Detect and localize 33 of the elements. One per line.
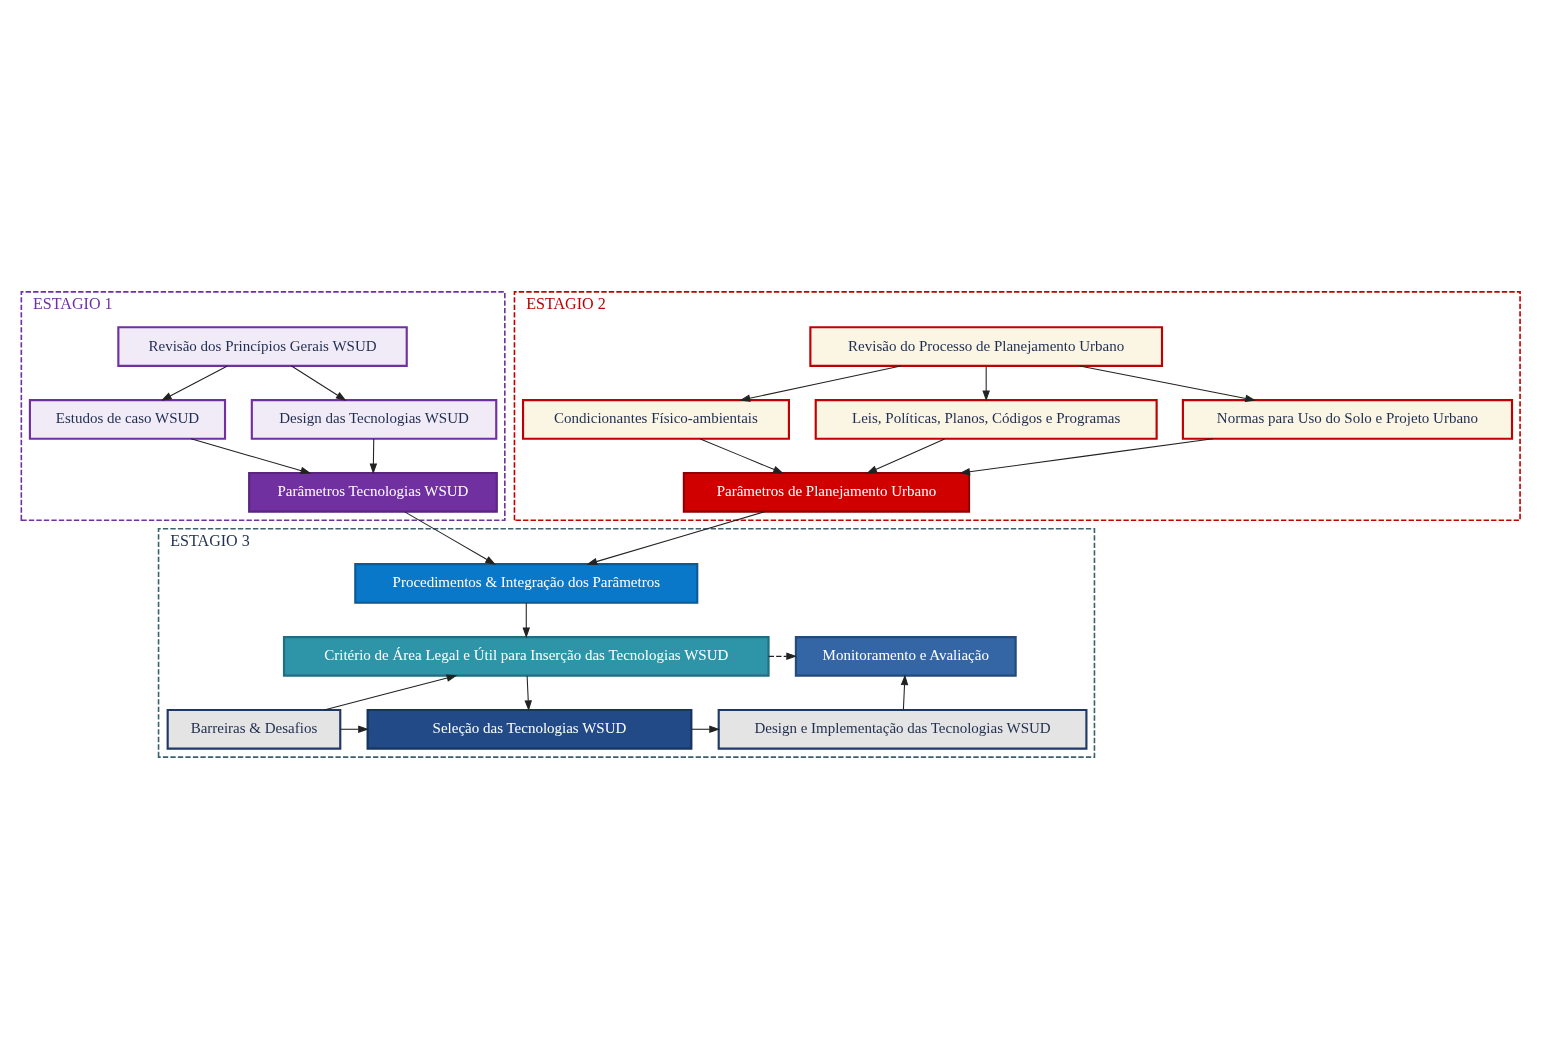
node-box: Condicionantes Físico-ambientais xyxy=(521,398,790,440)
arrow xyxy=(161,365,228,401)
node-box: Monitoramento e Avaliação xyxy=(794,635,1017,677)
node-box: Parâmetros de Planejamento Urbano xyxy=(682,471,971,513)
node-box: Critério de Área Legal e Útil para Inserção das Tecnologias WSUD xyxy=(282,635,770,677)
arrow xyxy=(524,675,532,711)
arrow xyxy=(339,725,369,733)
arrow xyxy=(586,510,766,565)
arrow xyxy=(404,510,496,565)
arrow xyxy=(522,602,531,638)
node-box: Barreiras & Desafios xyxy=(166,708,342,750)
arrow xyxy=(369,438,378,474)
node-box: Design e Implementação das Tecnologias WSUD xyxy=(717,708,1088,750)
arrow xyxy=(768,652,798,660)
arrow xyxy=(190,437,312,474)
arrow xyxy=(1079,364,1256,402)
arrow xyxy=(900,673,909,710)
node-box: Revisão do Processo de Planejamento Urbano xyxy=(809,325,1164,367)
node-box: Estudos de caso WSUD xyxy=(28,398,227,440)
arrow xyxy=(959,437,1214,475)
node-box: Design das Tecnologias WSUD xyxy=(250,398,498,440)
node-box: Revisão dos Princípios Gerais WSUD xyxy=(117,325,408,367)
node-box: Leis, Políticas, Planos, Códigos e Programas xyxy=(814,398,1158,440)
arrow xyxy=(323,673,458,710)
node-box: Parâmetros Tecnologias WSUD xyxy=(248,471,498,513)
arrow xyxy=(699,437,784,474)
arrow xyxy=(982,365,990,401)
node-box: Seleção das Tecnologias WSUD xyxy=(366,708,693,750)
node-box: Procedimentos & Integração dos Parâmetros xyxy=(354,562,699,604)
arrow xyxy=(291,365,347,401)
node-box: Normas para Uso do Solo e Projeto Urbano xyxy=(1181,398,1514,440)
arrow xyxy=(866,437,946,474)
arrow xyxy=(739,364,902,402)
